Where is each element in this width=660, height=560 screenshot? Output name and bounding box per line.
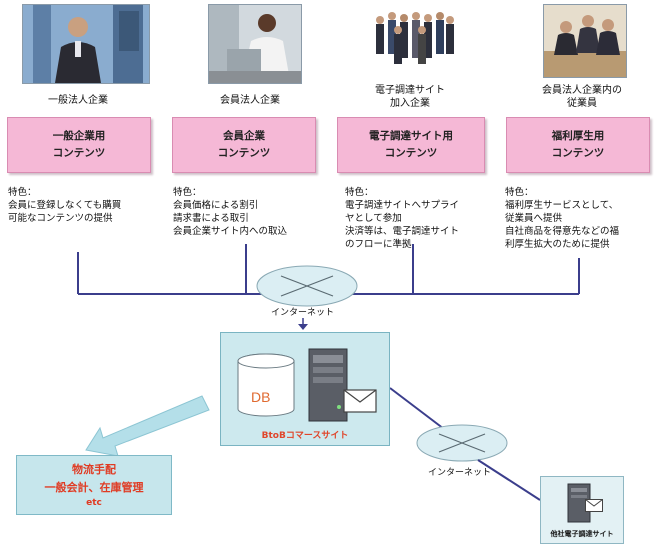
feature-procurement-line-2: 電子調達サイトへサプライ xyxy=(345,200,460,211)
category-label-1-line-1: 一般法人企業 xyxy=(48,95,108,106)
content-box-welfare-line-2: コンテンツ xyxy=(551,147,605,159)
category-label-4-line-1: 会員法人企業内の xyxy=(542,85,622,96)
category-label-4-line-2: 従業員 xyxy=(567,98,597,109)
content-box-member-line-1: 会員企業 xyxy=(223,130,265,142)
feature-procurement-line-3: ヤとして参加 xyxy=(345,213,402,224)
down-arrow-icon xyxy=(298,324,308,330)
feature-welfare-line-3: 従業員へ提供 xyxy=(505,213,563,224)
content-box-procurement-line-1: 電子調達サイト用 xyxy=(369,130,453,142)
database-icon xyxy=(237,353,295,417)
internet-router-icon xyxy=(256,265,358,307)
mail-icon-small xyxy=(585,499,603,512)
logistics-line-2: 一般会計、在庫管理 xyxy=(44,481,144,494)
feature-procurement-line-1: 特色： xyxy=(345,187,374,198)
photo-general-company xyxy=(22,4,150,84)
feature-general-line-1: 特色： xyxy=(8,187,37,198)
internet-to-other-site-line xyxy=(477,459,541,501)
content-box-welfare-line-1: 福利厚生用 xyxy=(551,130,605,142)
feature-text-welfare: 特色： 福利厚生サービスとして、 従業員へ提供 自社商品を得意先などの福 利厚生… xyxy=(505,186,619,251)
content-box-general-line-2: コンテンツ xyxy=(52,147,106,159)
photo-procurement-companies xyxy=(370,4,458,68)
category-label-4: 会員法人企業内の 従業員 xyxy=(520,84,644,110)
server-icon xyxy=(308,348,348,422)
internet-label: インターネット xyxy=(271,308,335,318)
feature-welfare-line-1: 特色： xyxy=(505,187,534,198)
category-label-2: 会員法人企業 xyxy=(190,94,310,107)
feature-member-line-4: 会員企業サイト内への取込 xyxy=(173,226,288,237)
mail-icon xyxy=(343,389,377,413)
content-box-member-line-2: コンテンツ xyxy=(217,147,271,159)
feature-welfare-line-2: 福利厚生サービスとして、 xyxy=(505,200,619,211)
logistics-line-3: etc xyxy=(86,498,102,508)
internet-label-2: インターネット xyxy=(428,468,492,478)
photo-member-company xyxy=(208,4,302,84)
feature-member-line-1: 特色： xyxy=(173,187,202,198)
other-site-label: 他社電子調達サイト xyxy=(550,530,614,538)
big-arrow-icon xyxy=(85,395,210,457)
feature-general-line-2: 会員に登録しなくても購買 xyxy=(8,200,122,211)
feature-text-general: 特色： 会員に登録しなくても購買 可能なコンテンツの提供 xyxy=(8,186,121,225)
content-box-procurement-line-2: コンテンツ xyxy=(384,147,438,159)
feature-welfare-line-5: 利厚生拡大のために提供 xyxy=(505,239,610,250)
site-to-internet-line xyxy=(389,387,449,433)
content-box-general: 一般企業用 コンテンツ xyxy=(7,117,151,173)
site-label: BtoBコマースサイト xyxy=(261,431,349,441)
feature-member-line-2: 会員価格による割引 xyxy=(173,200,259,211)
category-label-3-line-1: 電子調達サイト xyxy=(375,85,445,96)
content-box-member: 会員企業 コンテンツ xyxy=(172,117,316,173)
feature-procurement-line-4: 決済等は、電子調達サイト xyxy=(345,226,460,237)
category-label-3-line-2: 加入企業 xyxy=(390,98,430,109)
category-label-1: 一般法人企業 xyxy=(18,94,138,107)
other-procurement-site-box: 他社電子調達サイト xyxy=(540,476,624,544)
category-label-2-line-1: 会員法人企業 xyxy=(220,95,280,106)
feature-text-member: 特色： 会員価格による割引 請求書による取引 会員企業サイト内への取込 xyxy=(173,186,287,238)
content-box-procurement: 電子調達サイト用 コンテンツ xyxy=(337,117,485,173)
feature-general-line-3: 可能なコンテンツの提供 xyxy=(8,213,113,224)
photo-employees xyxy=(543,4,627,78)
content-box-general-line-1: 一般企業用 xyxy=(52,130,106,142)
feature-text-procurement: 特色： 電子調達サイトへサプライ ヤとして参加 決済等は、電子調達サイト のフロ… xyxy=(345,186,459,251)
feature-welfare-line-4: 自社商品を得意先などの福 xyxy=(505,226,620,237)
logistics-line-1: 物流手配 xyxy=(72,463,116,476)
internet-router-icon-2 xyxy=(416,424,508,462)
content-box-welfare: 福利厚生用 コンテンツ xyxy=(506,117,650,173)
logistics-box: 物流手配 一般会計、在庫管理 etc xyxy=(16,455,172,515)
btob-commerce-site-box: DB BtoBコマースサイト xyxy=(220,332,390,446)
db-label: DB xyxy=(251,389,271,405)
category-label-3: 電子調達サイト 加入企業 xyxy=(350,84,470,110)
feature-member-line-3: 請求書による取引 xyxy=(173,213,249,224)
feature-procurement-line-5: のフローに準拠 xyxy=(345,239,412,250)
